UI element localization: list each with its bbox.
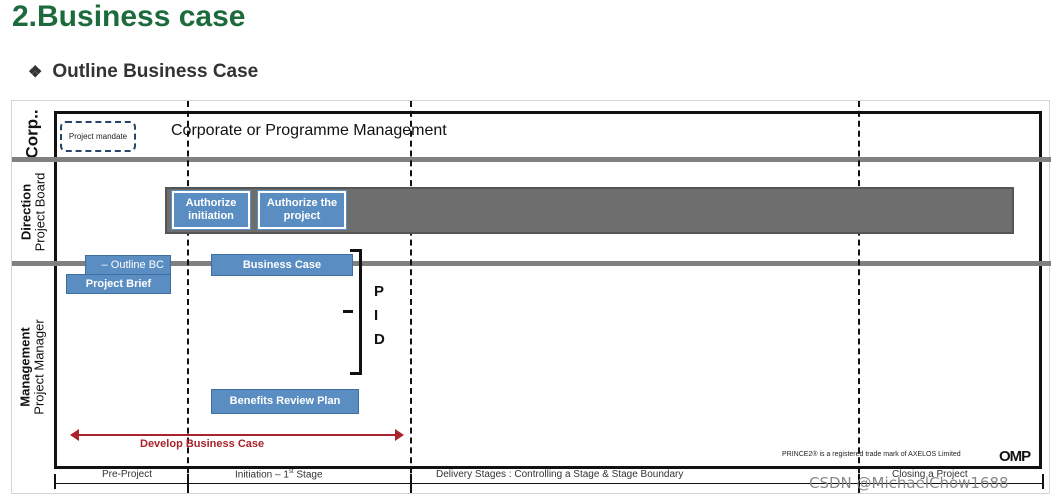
diamond-bullet-icon: ❖ (28, 64, 43, 81)
csdn-watermark: CSDN @MichaelChow1688 (809, 474, 1009, 492)
lane-separator-direction (12, 261, 1051, 266)
develop-business-case-label: Develop Business Case (140, 438, 265, 450)
lane-label-corporate: Corp.. (12, 109, 54, 159)
subtitle-text: Outline Business Case (52, 61, 259, 82)
stage-label-closing: Closing a Project (892, 469, 968, 480)
corporate-management-text: Corporate or Programme Management (171, 122, 447, 139)
trademark-text: PRINCE2® is a registered trade mark of A… (782, 451, 961, 458)
outline-bc-box: – Outline BC (85, 255, 171, 275)
pid-bracket (350, 249, 362, 375)
lane-direction-role: Project Board (32, 172, 48, 252)
section-subtitle: ❖ Outline Business Case (28, 61, 258, 83)
stage-tick-end (1042, 474, 1044, 489)
lane-separator-corp (12, 157, 1051, 162)
business-case-diagram: Corp.. Direction Project Board Managemen… (11, 100, 1051, 494)
stage-label-delivery: Delivery Stages : Controlling a Stage & … (436, 469, 684, 480)
stage-divider-initiation (187, 101, 189, 493)
stage-tick-delivery (410, 474, 412, 489)
lane-management-role: Project Manager (32, 319, 48, 415)
stage-tick-start (54, 474, 56, 489)
page-title: 2.Business case (12, 0, 246, 33)
omp-logo: OMP (999, 448, 1031, 465)
stage-divider-delivery (410, 101, 412, 493)
authorize-initiation-box: Authorize initiation (171, 190, 251, 230)
project-mandate-box: Project mandate (60, 121, 136, 152)
lane-direction-title: Direction (18, 183, 34, 241)
lane-label-direction: Direction Project Board (12, 163, 54, 261)
stage-tick-initiation (187, 474, 189, 489)
pid-bracket-tick (343, 310, 353, 313)
business-case-box: Business Case (211, 254, 353, 276)
lane-corporate-text: Corp.. (23, 109, 43, 159)
project-brief-box: Project Brief (66, 274, 171, 294)
stage-divider-closing (858, 101, 860, 493)
stage-initiation-tail: Stage (293, 469, 323, 481)
diagram-frame (54, 111, 1042, 469)
benefits-review-plan-box: Benefits Review Plan (211, 389, 359, 414)
pid-letter-d: D (374, 331, 385, 348)
lane-label-management: Management Project Manager (12, 267, 54, 467)
stage-label-initiation: Initiation – 1st Stage (235, 469, 323, 480)
stage-tick-closing (858, 474, 860, 489)
stage-axis (54, 483, 1044, 484)
stage-initiation-sup: st (288, 469, 294, 475)
stage-initiation-text: Initiation – 1 (235, 469, 289, 481)
pid-letter-i: I (374, 307, 379, 324)
pid-letter-p: P (374, 283, 385, 300)
authorize-project-box: Authorize the project (257, 190, 347, 230)
develop-business-case-arrow (70, 429, 404, 441)
stage-label-pre-project: Pre-Project (102, 469, 153, 480)
